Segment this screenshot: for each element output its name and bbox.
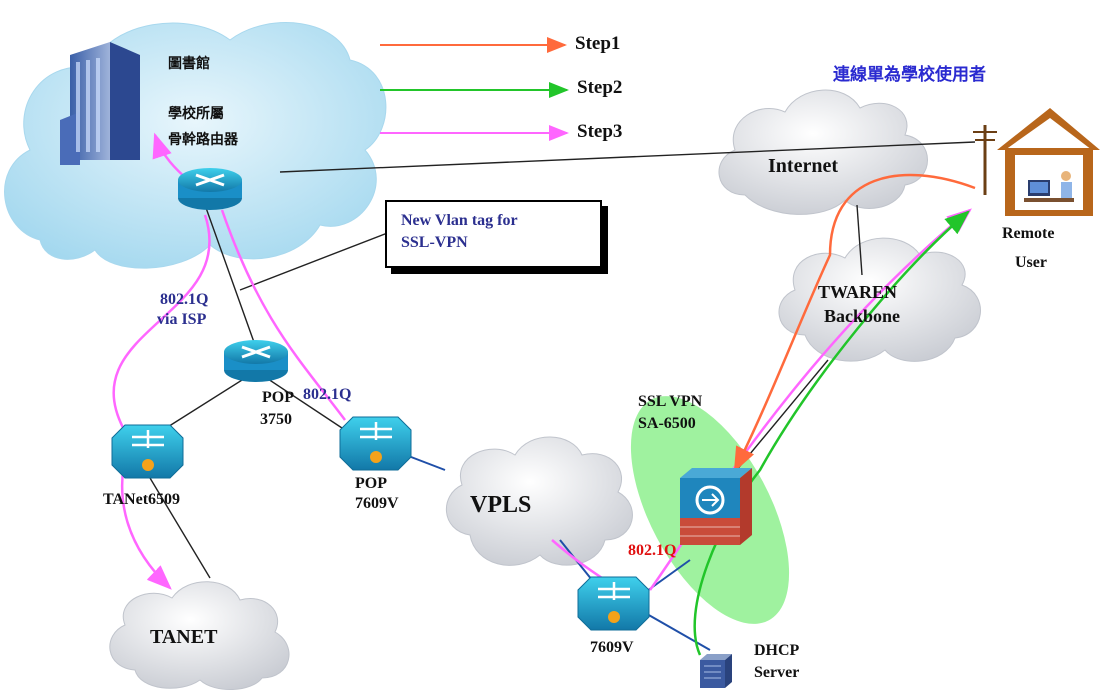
- library-title: 圖書館: [168, 56, 210, 72]
- internet-cloud: [718, 89, 928, 215]
- step1-path: [733, 173, 976, 473]
- sw7609v-label: 7609V: [590, 639, 634, 656]
- sslvpn-label-1: SSL VPN: [638, 393, 703, 410]
- vpls-label: VPLS: [470, 492, 532, 518]
- dhcp-server-icon: [700, 654, 732, 688]
- pop3750-label-1: POP: [262, 389, 294, 406]
- dot1q-isp-label-2: via ISP: [157, 311, 207, 328]
- vpls-cloud: [446, 436, 633, 566]
- backbone-router-label-line2: 骨幹路由器: [168, 132, 238, 148]
- twaren-label-1: TWAREN: [818, 282, 898, 302]
- pop3750-router-icon: [224, 340, 288, 382]
- tanet6509-switch-icon: [111, 424, 184, 479]
- dot1q-pop-label: 802.1Q: [303, 386, 352, 403]
- sslvpn-label-2: SA-6500: [638, 415, 696, 432]
- remote-user-label-2: User: [1015, 254, 1047, 271]
- legend-step3-label: Step3: [577, 121, 623, 142]
- sw7609v-switch-icon: [577, 576, 650, 631]
- vlan-callout: New Vlan tag for SSL-VPN: [385, 200, 602, 268]
- library-building-icon: [60, 42, 140, 165]
- internet-label: Internet: [768, 155, 838, 177]
- backbone-router-label-line1: 學校所屬: [168, 106, 224, 122]
- physical-links: [149, 141, 976, 579]
- twaren-label-2: Backbone: [824, 306, 901, 326]
- tanet6509-label: TANet6509: [103, 491, 181, 508]
- header-note: 連線單為學校使用者: [833, 65, 986, 85]
- legend-step2-label: Step2: [577, 77, 623, 98]
- dhcp-label-1: DHCP: [754, 642, 800, 659]
- dot1q-isp-label-1: 802.1Q: [160, 291, 209, 308]
- dhcp-label-2: Server: [754, 664, 800, 681]
- pop7609v-label-2: 7609V: [355, 495, 399, 512]
- pop3750-label-2: 3750: [260, 411, 292, 428]
- pop7609v-label-1: POP: [355, 475, 387, 492]
- utility-pole-icon: [973, 125, 997, 195]
- remote-user-label-1: Remote: [1002, 225, 1055, 242]
- callout-line1: New Vlan tag for: [401, 212, 518, 229]
- ssl-vpn-appliance-icon: [680, 468, 752, 545]
- step2-path: [693, 210, 970, 656]
- dot1q-sa-label: 802.1Q: [628, 542, 677, 559]
- pop7609v-switch-icon: [339, 416, 412, 471]
- backbone-router-icon: [178, 168, 242, 210]
- tanet-label: TANET: [150, 626, 218, 648]
- twaren-cloud: [778, 237, 981, 362]
- legend-step1-label: Step1: [575, 33, 621, 54]
- tanet-cloud: [109, 581, 290, 691]
- remote-user-house-icon: [997, 108, 1100, 216]
- callout-line2: SSL-VPN: [401, 234, 468, 251]
